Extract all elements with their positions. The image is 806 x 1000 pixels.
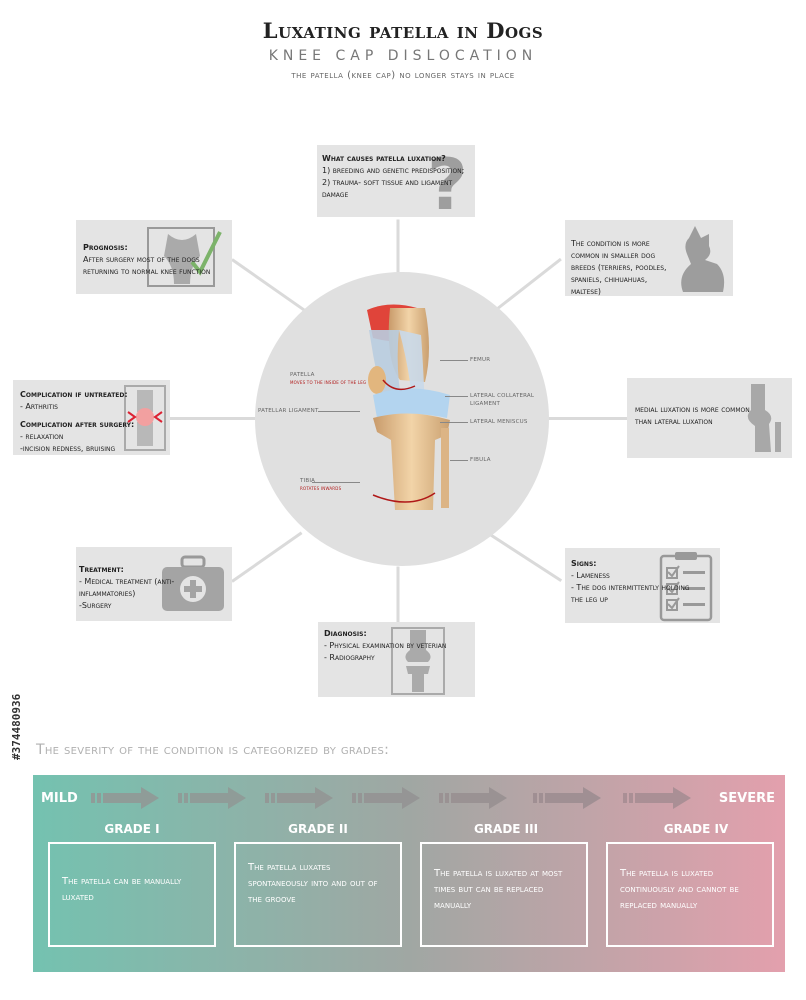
pointer-line (440, 422, 468, 423)
arrow-icon (178, 787, 246, 809)
label-patella-note: moves to the inside of the leg (290, 380, 367, 385)
complication-surgery-item2: -incision redness, bruising (20, 444, 116, 453)
diagnosis-item2: - Radiography (324, 653, 375, 662)
grade-1-box: The patella can be manually luxated (48, 842, 216, 947)
signs-item2: - The dog intermittently holding the leg… (571, 583, 690, 604)
xray-knee-icon (391, 627, 445, 695)
connector-line (231, 258, 312, 316)
connector-line (489, 257, 562, 316)
signs-item1: - Lameness (571, 571, 610, 580)
dog-checkmark-icon (147, 227, 222, 287)
complication-untreated-heading: Complication if untreated: (20, 390, 128, 399)
question-mark-icon: ? (427, 151, 468, 213)
grade-1-text: The patella can be manually luxated (62, 876, 182, 903)
inflamed-knee-icon (124, 385, 166, 451)
causes-heading: What causes patella luxation? (322, 154, 446, 163)
label-tibia-note: rotates inwards (300, 486, 342, 491)
mild-label: MILD (41, 791, 78, 806)
grade-3-box: The patella is luxated at most times but… (420, 842, 588, 947)
connector-line (396, 566, 400, 627)
label-lateral-collateral-ligament: LATERAL COLLATERAL LIGAMENT (470, 393, 535, 407)
treatment-heading: Treatment: (79, 565, 124, 574)
diagnosis-box: Diagnosis: - Physical examination by vet… (318, 622, 475, 697)
breeds-text: The condition is more common in smaller … (571, 239, 667, 296)
medial-text: medial luxation is more common than late… (635, 405, 750, 426)
leg-bone-icon (747, 384, 781, 452)
dog-icon (681, 226, 725, 292)
diagnosis-item1: - Physical examination by veterian (324, 641, 447, 650)
knee-anatomy-illustration (367, 304, 450, 510)
complication-surgery-item1: - relaxation (20, 432, 64, 441)
causes-line1: 1) breeding and genetic predisposition; (322, 166, 465, 175)
grade-4-text: The patella is luxated continuously and … (620, 868, 739, 911)
complication-surgery-heading: Complication after surgery: (20, 420, 135, 429)
prognosis-text: After surgery most of the dogs returning… (83, 255, 211, 276)
severity-band: MILD SEVERE GRADE I GRADE II GRADE III G… (33, 775, 785, 972)
grade-2-box: The patella luxates spontaneously into a… (234, 842, 402, 947)
arrow-icon (91, 787, 159, 809)
complication-untreated-item: - Arthritis (20, 402, 58, 411)
pointer-line (312, 482, 360, 483)
pointer-line (445, 396, 468, 397)
severity-heading: The severity of the condition is categor… (36, 742, 390, 758)
treatment-item2: -Surgery (79, 601, 112, 610)
connector-line (396, 219, 400, 280)
label-femur: FEMUR (470, 357, 491, 363)
grade-2-label: GRADE II (288, 822, 348, 836)
arrow-icon (533, 787, 601, 809)
label-tibia: TIBIA (300, 478, 316, 484)
page-subtitle: KNEE CAP DISLOCATION (268, 48, 538, 64)
grade-4-box: The patella is luxated continuously and … (606, 842, 774, 947)
grade-3-text: The patella is luxated at most times but… (434, 868, 563, 911)
label-fibula: FIBULA (470, 457, 491, 463)
diagnosis-heading: Diagnosis: (324, 629, 367, 638)
grade-2-text: The patella luxates spontaneously into a… (248, 862, 378, 905)
prognosis-heading: Prognosis: (83, 243, 128, 252)
connector-line (231, 531, 303, 583)
page-title: Luxating patella in Dogs (262, 18, 544, 43)
treatment-item1: - Medical treatment (anti-inflammatories… (79, 577, 175, 598)
breeds-box: The condition is more common in smaller … (565, 220, 733, 296)
pointer-line (318, 411, 360, 412)
prognosis-box: Prognosis: After surgery most of the dog… (76, 220, 232, 294)
label-lateral-meniscus: LATERAL MENISCUS (470, 419, 528, 425)
connector-line (548, 417, 628, 420)
connector-line (489, 533, 563, 583)
arrow-icon (352, 787, 420, 809)
arrow-icon (439, 787, 507, 809)
severe-label: SEVERE (718, 791, 775, 806)
label-patellar-ligament: PATELLAR LIGAMENT (258, 408, 319, 414)
causes-box: ? What causes patella luxation? 1) breed… (317, 145, 475, 217)
arrow-icon (623, 787, 691, 809)
treatment-box: Treatment: - Medical treatment (anti-inf… (76, 547, 232, 621)
causes-line2: 2) trauma- soft tissue and ligament dama… (322, 178, 453, 199)
svg-text:?: ? (427, 151, 468, 213)
label-patella: PATELLA (290, 372, 315, 378)
page-tagline: THE PATELLA (KNEE CAP) NO LONGER STAYS I… (291, 70, 515, 81)
first-aid-kit-icon (162, 555, 224, 611)
signs-box: Signs: - Lameness - The dog intermittent… (565, 548, 720, 623)
pointer-line (450, 460, 468, 461)
signs-heading: Signs: (571, 559, 597, 568)
grade-3-label: GRADE III (473, 822, 539, 836)
complication-box: Complication if untreated: - Arthritis C… (13, 380, 170, 455)
clipboard-icon (659, 552, 713, 622)
grade-1-label: GRADE I (104, 822, 160, 836)
stock-id: #374480936 (10, 693, 23, 760)
pointer-line (440, 360, 468, 361)
medial-box: medial luxation is more common than late… (627, 378, 792, 458)
arrow-icon (265, 787, 333, 809)
connector-line (170, 417, 260, 420)
grade-4-label: GRADE IV (663, 822, 729, 836)
